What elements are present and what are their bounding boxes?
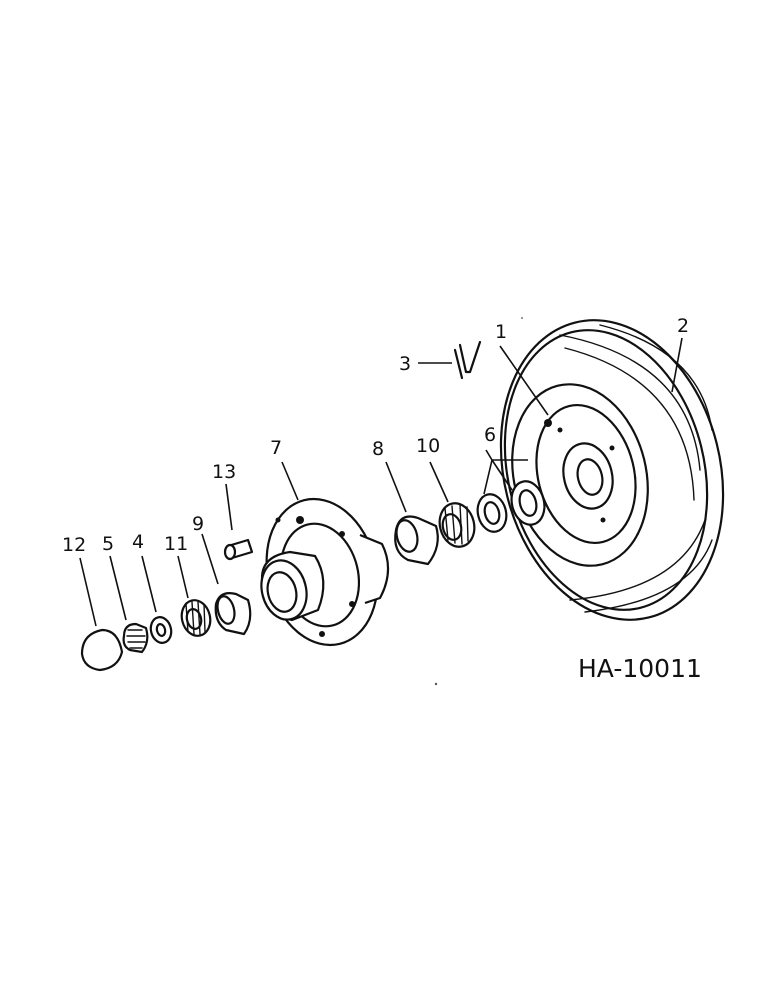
figure-code: HA-10011 bbox=[578, 654, 702, 683]
hub bbox=[260, 497, 390, 647]
callout-1: 1 bbox=[495, 321, 507, 343]
grease-fitting bbox=[223, 538, 254, 561]
callout-12: 12 bbox=[62, 534, 86, 556]
callout-2: 2 bbox=[677, 315, 689, 337]
bearing-cup-9 bbox=[214, 592, 252, 636]
slotted-nut bbox=[122, 622, 149, 654]
callout-13: 13 bbox=[212, 461, 236, 483]
bearing-cone-11 bbox=[180, 599, 212, 637]
bearing-cup-6a bbox=[510, 480, 546, 526]
callout-3: 3 bbox=[399, 353, 411, 375]
valve-stem bbox=[453, 340, 482, 380]
callout-10: 10 bbox=[416, 435, 440, 457]
scan-speck bbox=[434, 682, 438, 686]
scan-speck bbox=[521, 317, 523, 319]
washer bbox=[149, 616, 173, 644]
leader-lines bbox=[79, 337, 683, 627]
callout-4: 4 bbox=[132, 531, 144, 553]
callout-7: 7 bbox=[270, 437, 282, 459]
callout-8: 8 bbox=[372, 438, 384, 460]
callout-labels: 1 2 3 6 7 8 10 13 9 11 4 5 12 bbox=[62, 315, 689, 556]
bearing-cone-10 bbox=[438, 502, 476, 548]
callout-5: 5 bbox=[102, 533, 114, 555]
bearing-cup-6b bbox=[476, 493, 508, 533]
bearing-cup-8 bbox=[394, 515, 439, 566]
callout-9: 9 bbox=[192, 513, 204, 535]
callout-6: 6 bbox=[484, 424, 496, 446]
callout-11: 11 bbox=[164, 533, 188, 555]
dust-cap bbox=[80, 628, 124, 672]
